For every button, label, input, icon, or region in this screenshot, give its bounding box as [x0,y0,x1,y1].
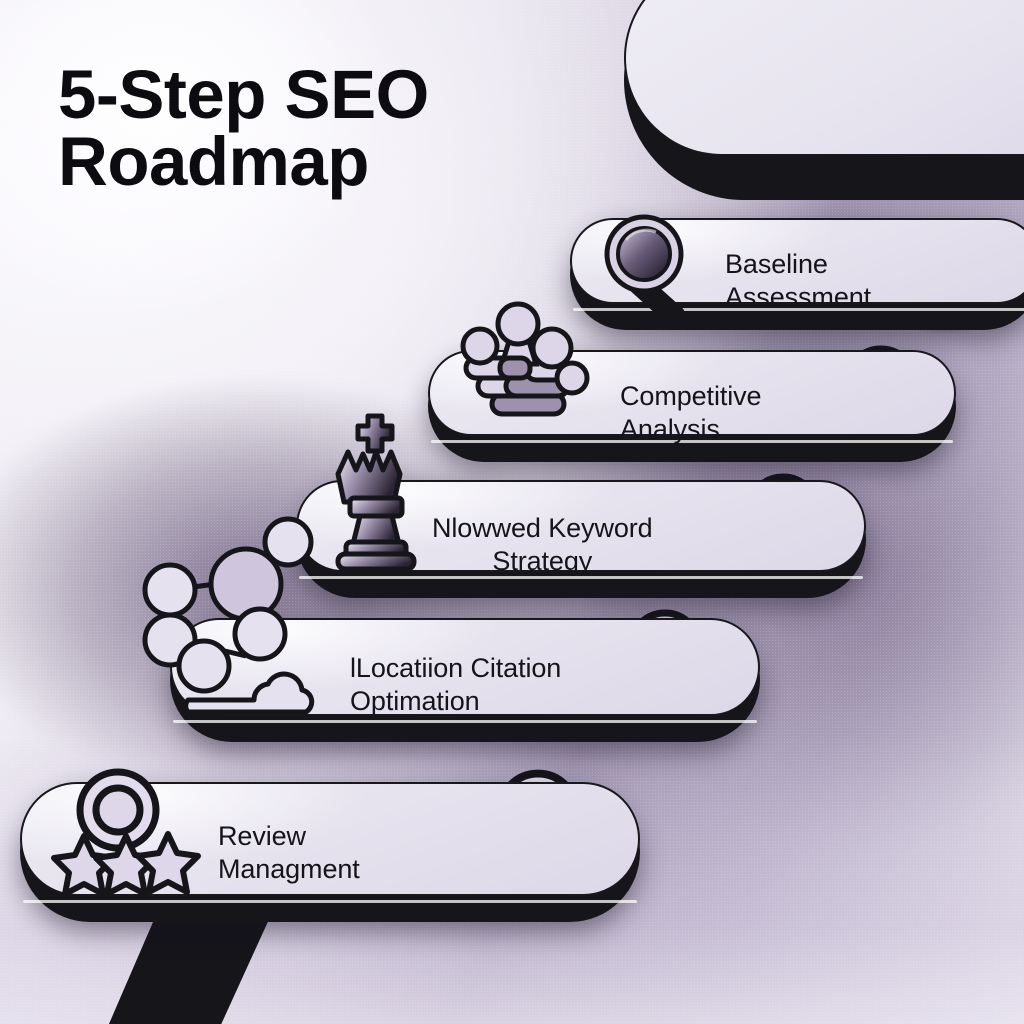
step-1-rim [573,308,1024,311]
network-nodes-icon [138,516,338,715]
step-4-label: lLocatiion Citation Optimation [350,653,562,716]
step-3-rim [299,576,863,579]
step-4-rim [173,720,757,723]
step-1-label: Baseline Assessment [725,249,872,312]
top-platform-surface [624,0,1024,156]
step-2-label: Competitive Analysis [620,381,762,444]
chess-king-icon [318,412,434,572]
people-group-icon [452,301,598,438]
ring-stars-icon [51,762,216,897]
step-5-rim [23,900,637,903]
magnifying-glass-icon [596,212,712,327]
step-3-label: Nlowwed Keyword Strategy [432,513,653,576]
page-title: 5-Step SEO Roadmap [58,56,429,200]
top-platform-decoration [624,0,1024,200]
background-highlight-top-left [0,0,543,390]
step-2-rim [431,440,953,443]
step-5-label: Review Managment [218,821,360,884]
